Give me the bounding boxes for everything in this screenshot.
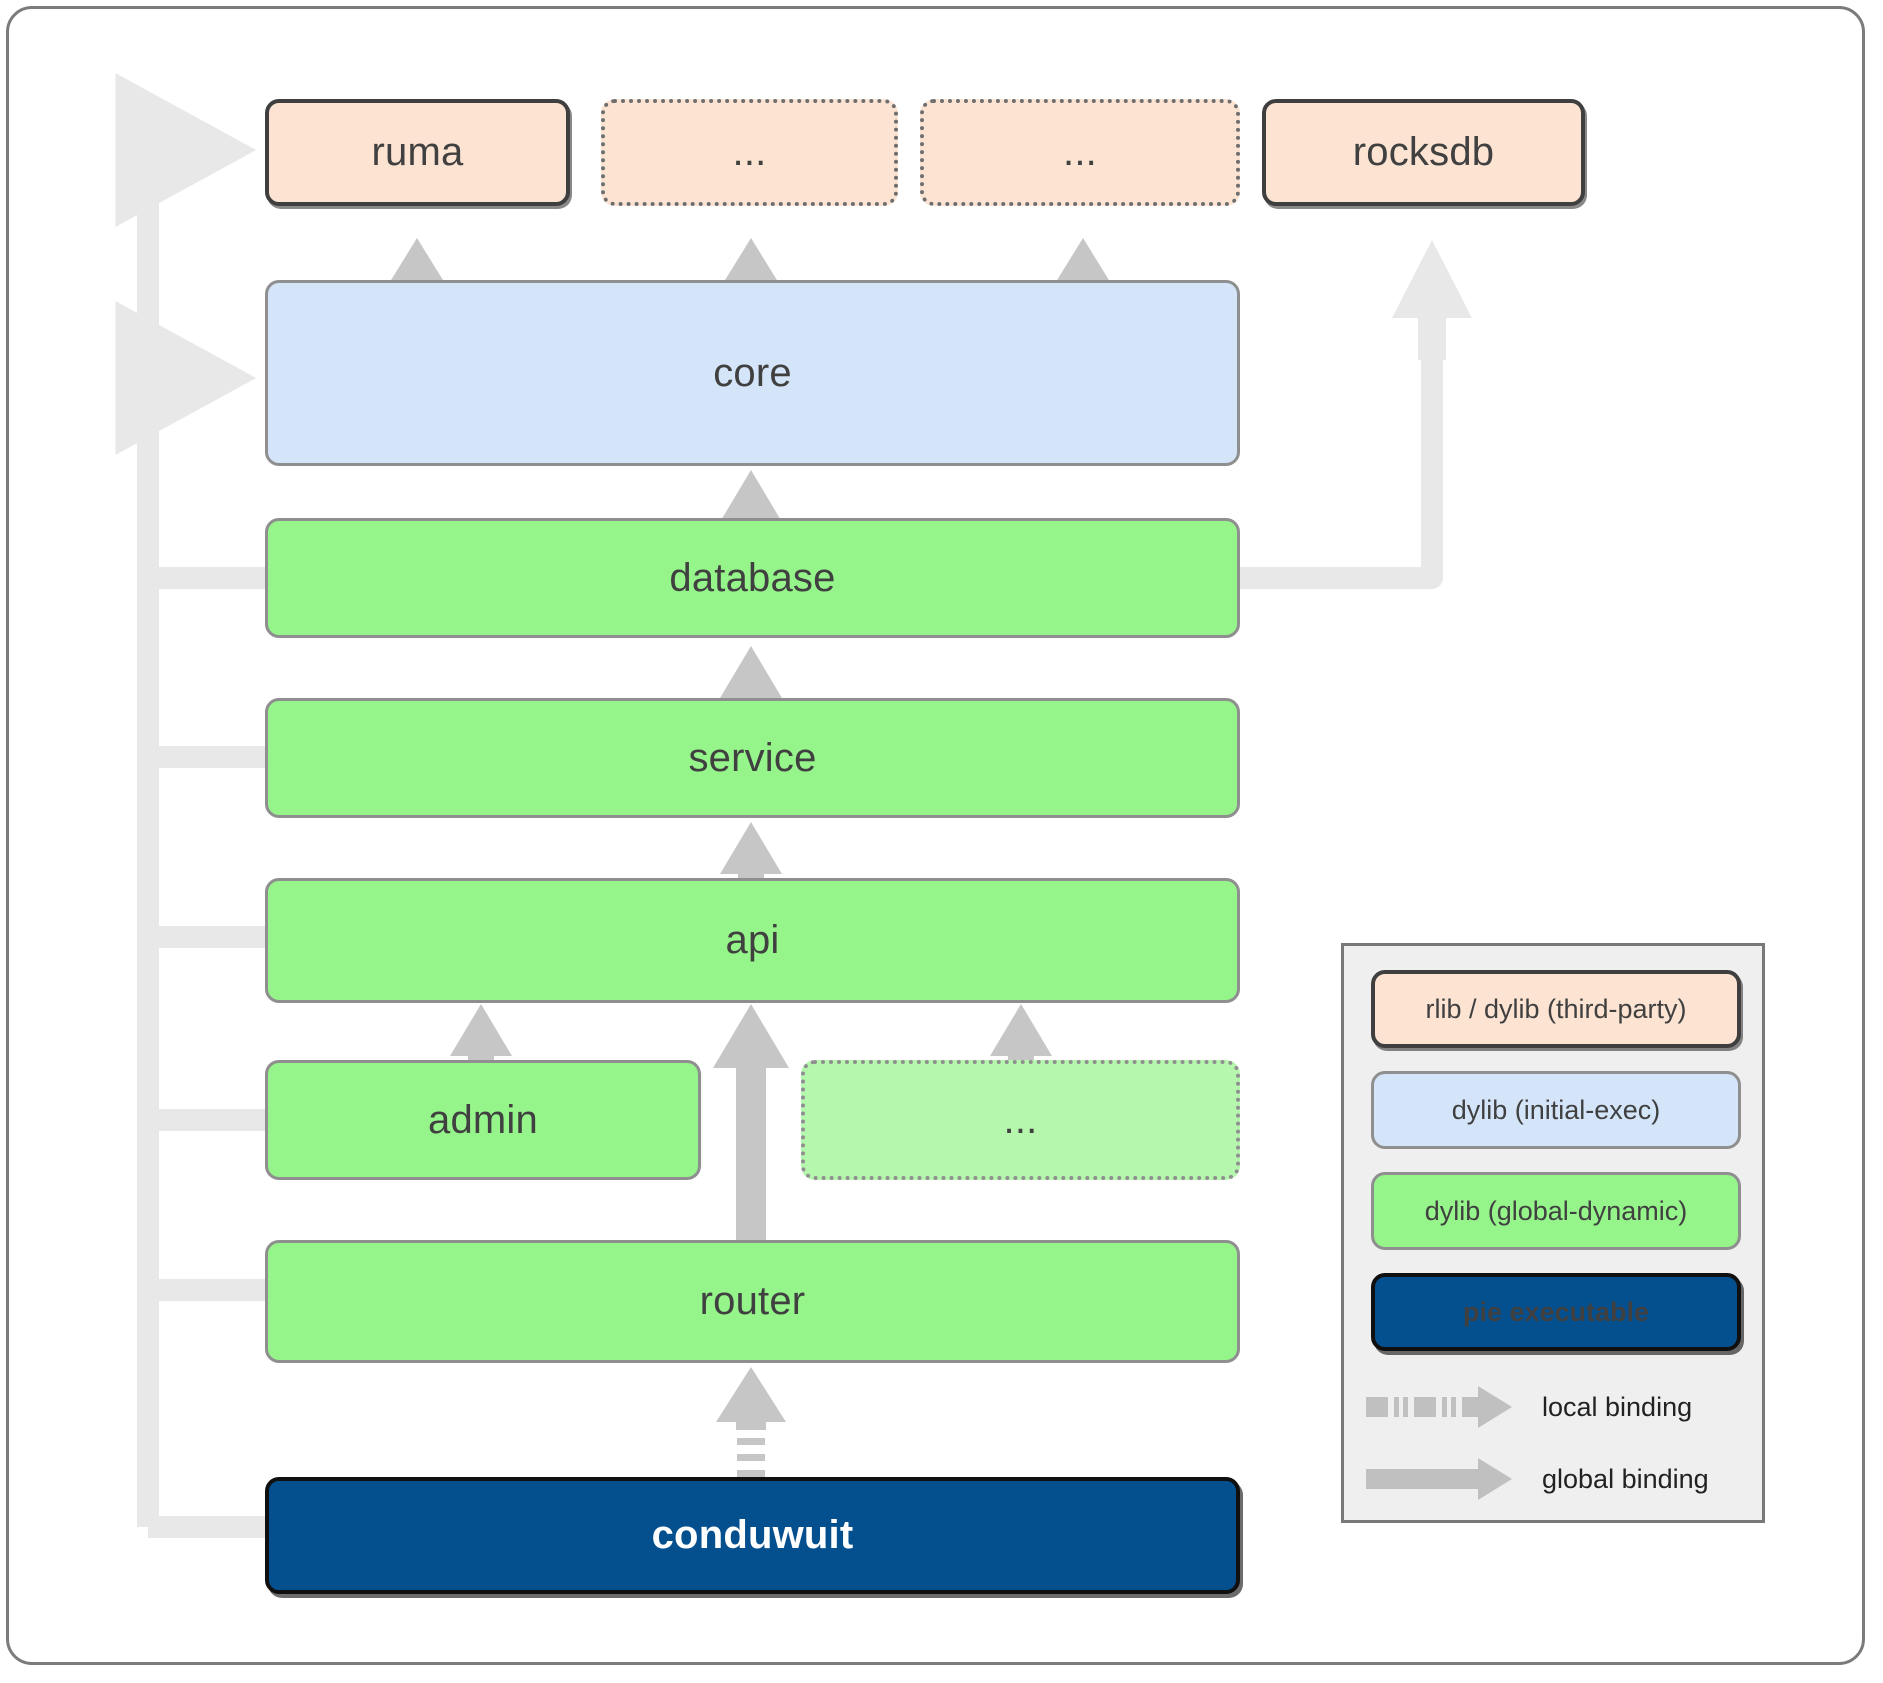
node-label: ... [1063, 130, 1097, 174]
node-stub-top-1[interactable]: ... [601, 99, 898, 206]
legend-binding-label: global binding [1542, 1463, 1709, 1494]
node-label: conduwuit [651, 1513, 854, 1557]
node-stub-top-2[interactable]: ... [920, 99, 1240, 206]
legend-swatch-label: dylib (global-dynamic) [1424, 1195, 1688, 1226]
node-service[interactable]: service [265, 698, 1240, 818]
legend-panel: rlib / dylib (third-party) dylib (initia… [1341, 943, 1765, 1523]
global-binding-arrow-icon [1366, 1458, 1512, 1500]
legend-swatch-pie-executable: pie executable [1371, 1273, 1741, 1351]
node-label: api [725, 918, 780, 962]
node-rocksdb[interactable]: rocksdb [1262, 99, 1585, 206]
node-ruma[interactable]: ruma [265, 99, 570, 206]
node-label: service [688, 735, 817, 780]
node-admin[interactable]: admin [265, 1060, 701, 1180]
node-stub-mid[interactable]: ... [801, 1060, 1240, 1180]
node-label: database [669, 555, 836, 600]
legend-row-global-binding: global binding [1364, 1449, 1754, 1509]
node-label: ... [732, 130, 767, 174]
node-router[interactable]: router [265, 1240, 1240, 1363]
legend-binding-label: local binding [1542, 1391, 1693, 1422]
legend-swatch-label: pie executable [1462, 1296, 1650, 1327]
legend-swatch-label: rlib / dylib (third-party) [1425, 993, 1687, 1024]
node-label: core [713, 350, 792, 395]
node-label: router [699, 1279, 806, 1323]
node-label: admin [428, 1097, 538, 1142]
node-label: ... [1003, 1097, 1038, 1142]
legend-swatch-global-dynamic: dylib (global-dynamic) [1371, 1172, 1741, 1250]
node-core[interactable]: core [265, 280, 1240, 466]
node-api[interactable]: api [265, 878, 1240, 1003]
legend-swatch-third-party: rlib / dylib (third-party) [1371, 970, 1741, 1048]
node-label: rocksdb [1352, 130, 1495, 174]
legend-row-local-binding: local binding [1364, 1377, 1754, 1437]
node-database[interactable]: database [265, 518, 1240, 638]
legend-swatch-label: dylib (initial-exec) [1451, 1094, 1661, 1125]
node-label: ruma [371, 130, 464, 174]
legend-swatch-initial-exec: dylib (initial-exec) [1371, 1071, 1741, 1149]
local-binding-arrow-icon [1366, 1386, 1512, 1428]
node-conduwuit[interactable]: conduwuit [265, 1477, 1240, 1594]
